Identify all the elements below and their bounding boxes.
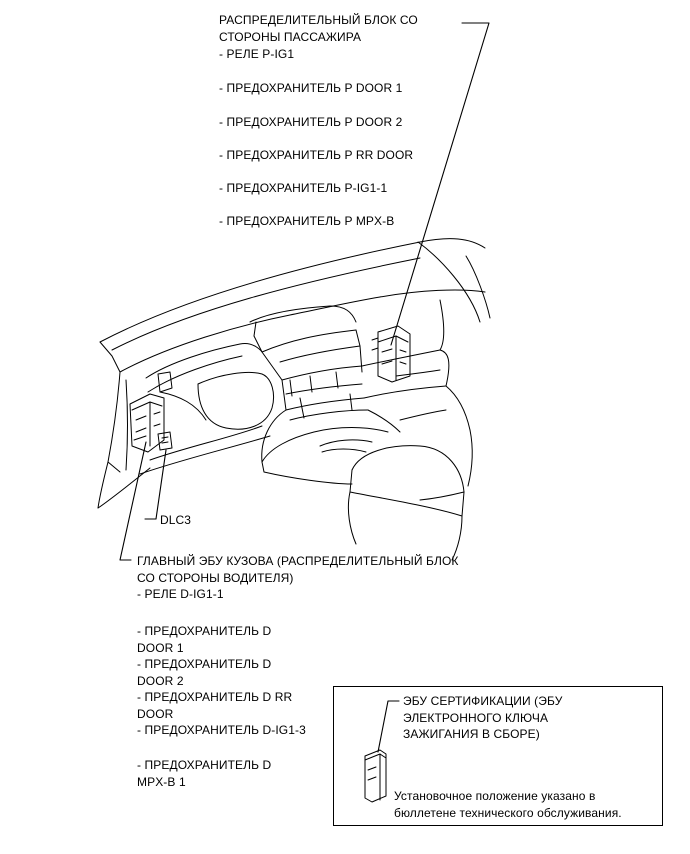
- passenger-item-fuse-door1: - ПРЕДОХРАНИТЕЛЬ P DOOR 1: [219, 81, 403, 95]
- passenger-junction-block-label: РАСПРЕДЕЛИТЕЛЬНЫЙ БЛОК СО СТОРОНЫ ПАССАЖ…: [219, 12, 418, 45]
- driver-fuse5-line2: MPX-B 1: [137, 774, 186, 789]
- driver-fuse4: - ПРЕДОХРАНИТЕЛЬ D-IG1-3: [137, 723, 306, 737]
- driver-title-line2: СО СТОРОНЫ ВОДИТЕЛЯ): [137, 570, 294, 585]
- driver-fuse5-line1: - ПРЕДОХРАНИТЕЛЬ D: [137, 758, 272, 772]
- driver-junction-block-label: ГЛАВНЫЙ ЭБУ КУЗОВА (РАСПРЕДЕЛИТЕЛЬНЫЙ БЛ…: [137, 553, 459, 603]
- certification-title-line3: ЗАЖИГАНИЯ В СБОРЕ): [403, 727, 540, 741]
- dlc3-label: DLC3: [160, 513, 192, 527]
- certification-ecu-box: [333, 686, 663, 826]
- driver-fuse2-line2: DOOR 2: [137, 673, 184, 688]
- passenger-title-line1: РАСПРЕДЕЛИТЕЛЬНЫЙ БЛОК СО: [219, 13, 418, 27]
- installation-note: Установочное положение указано в бюллете…: [394, 788, 622, 821]
- passenger-item-fuse-ig1: - ПРЕДОХРАНИТЕЛЬ P-IG1-1: [219, 181, 388, 195]
- certification-ecu-drawing: [364, 749, 387, 803]
- driver-fuse2-line1: - ПРЕДОХРАНИТЕЛЬ D: [137, 657, 272, 671]
- driver-fuse3-line2: DOOR: [137, 706, 174, 721]
- installation-note-line1: Установочное положение указано в: [394, 789, 596, 803]
- driver-fuse5: - ПРЕДОХРАНИТЕЛЬ D MPX-B 1: [137, 757, 271, 790]
- passenger-item-fuse-door2: - ПРЕДОХРАНИТЕЛЬ P DOOR 2: [219, 115, 403, 129]
- driver-item-relay: - РЕЛЕ D-IG1-1: [137, 587, 224, 601]
- dlc3-leader-line: [144, 449, 167, 520]
- certification-leader-line: [377, 700, 400, 753]
- dashboard-drawing: [97, 238, 491, 561]
- passenger-item-relay: - РЕЛЕ P-IG1: [219, 47, 295, 61]
- driver-fuse3-line1: - ПРЕДОХРАНИТЕЛЬ D RR: [137, 690, 293, 704]
- passenger-title-line2: СТОРОНЫ ПАССАЖИРА: [219, 29, 362, 44]
- certification-title-line2: ЭЛЕКТРОННОГО КЛЮЧА: [403, 710, 549, 725]
- passenger-junction-block-drawing: [371, 325, 411, 383]
- passenger-item-fuse-rr-door: - ПРЕДОХРАНИТЕЛЬ P RR DOOR: [219, 148, 414, 162]
- installation-note-line2: бюллетене технического обслуживания.: [394, 805, 622, 820]
- driver-leader-line: [119, 441, 147, 561]
- certification-ecu-label: ЭБУ СЕРТИФИКАЦИИ (ЭБУ ЭЛЕКТРОННОГО КЛЮЧА…: [403, 693, 562, 743]
- driver-fuse-list: - ПРЕДОХРАНИТЕЛЬ D DOOR 1 - ПРЕДОХРАНИТЕ…: [137, 623, 306, 739]
- driver-title-line1: ГЛАВНЫЙ ЭБУ КУЗОВА (РАСПРЕДЕЛИТЕЛЬНЫЙ БЛ…: [137, 554, 459, 568]
- driver-fuse1-line2: DOOR 1: [137, 640, 184, 655]
- driver-junction-block-drawing: [129, 393, 173, 453]
- driver-fuse1-line1: - ПРЕДОХРАНИТЕЛЬ D: [137, 624, 272, 638]
- passenger-leader-line: [390, 22, 490, 346]
- passenger-item-fuse-mpx: - ПРЕДОХРАНИТЕЛЬ P MPX-B: [219, 214, 395, 228]
- certification-title-line1: ЭБУ СЕРТИФИКАЦИИ (ЭБУ: [403, 694, 563, 708]
